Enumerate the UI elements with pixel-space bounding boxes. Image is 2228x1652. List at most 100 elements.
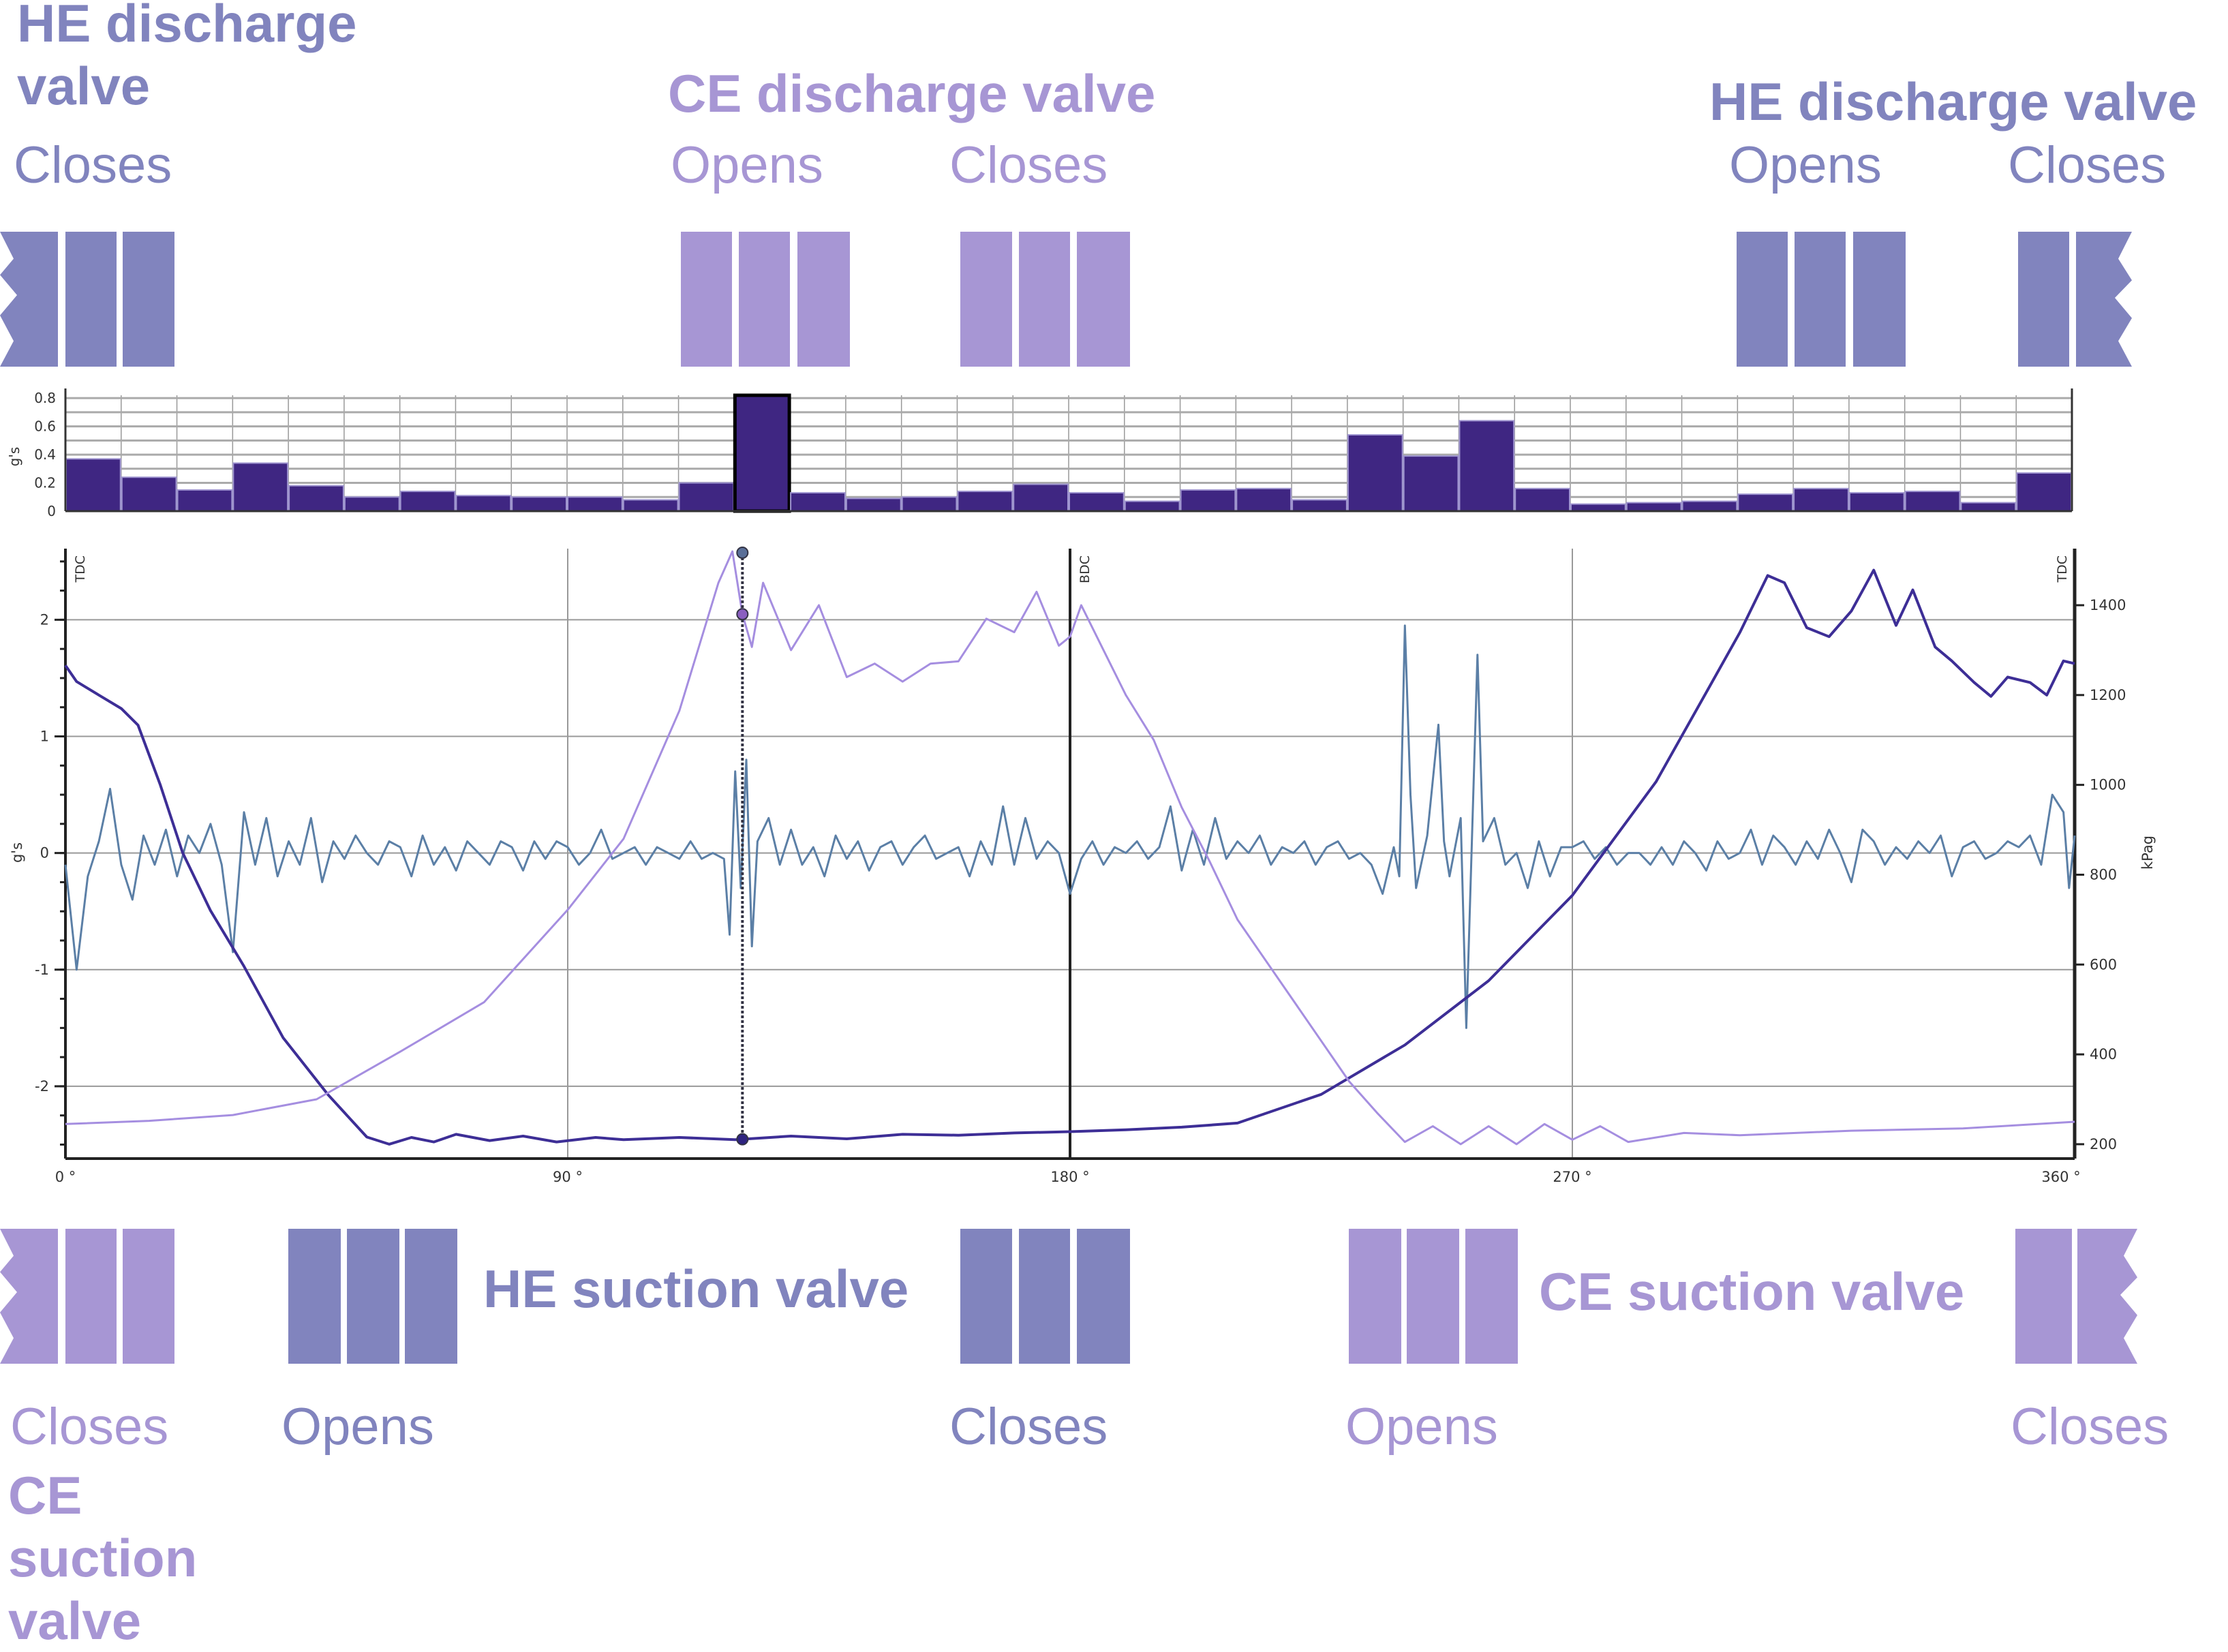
bar	[344, 496, 400, 513]
ce-pressure-line	[65, 550, 2075, 1146]
bar	[1960, 502, 2017, 512]
bar	[678, 482, 735, 512]
ce-suction-opens-block	[1465, 1229, 1518, 1364]
bar	[455, 495, 512, 513]
ce-suction-opens-block	[1349, 1229, 1401, 1364]
bar	[232, 462, 289, 513]
bar-chart-vibration-bins: 0 0.2 0.4 0.6 0.8 g's	[6, 388, 2073, 519]
he-pressure-line	[64, 568, 2075, 1146]
he-suction-closes-block	[1077, 1229, 1130, 1364]
cursor-ce-pressure-marker	[736, 608, 749, 621]
bar	[733, 393, 791, 513]
bar-y-tick-label: 0.2	[34, 475, 56, 491]
bar	[288, 485, 344, 512]
bar	[1403, 455, 1459, 513]
he-discharge-closes-label-left: Closes	[14, 136, 172, 194]
ce-suction-valve-title-left: CE suction valve	[8, 1465, 198, 1651]
right-y-tick-label: 400	[2090, 1046, 2117, 1062]
ce-discharge-closes-block	[1019, 232, 1070, 367]
ce-discharge-opens-block	[681, 232, 732, 367]
right-y-tick-label: 600	[2090, 956, 2117, 973]
left-y-axis-label: g's	[9, 842, 25, 863]
bar	[845, 498, 902, 513]
bar	[1793, 487, 1849, 513]
bar	[1069, 492, 1125, 512]
he-discharge-opens-block	[1795, 232, 1846, 367]
he-suction-closes-block	[1019, 1229, 1070, 1364]
ce-suction-opens-label: Opens	[1345, 1398, 1498, 1456]
bar-y-tick-label: 0.4	[34, 446, 56, 463]
ce-discharge-opens-block	[739, 232, 790, 367]
bar	[121, 476, 177, 512]
vibration-line	[64, 624, 2076, 1029]
bar	[399, 490, 456, 512]
bar	[177, 489, 233, 513]
bar	[1681, 500, 1738, 512]
bar	[1013, 483, 1069, 512]
bar-y-tick-label: 0.6	[34, 418, 56, 435]
right-y-tick-label: 1400	[2090, 597, 2126, 613]
he-discharge-closes-label-right: Closes	[2008, 136, 2167, 194]
ce-discharge-valve-title: CE discharge valve	[668, 63, 1156, 123]
bar	[1848, 492, 1905, 512]
right-y-tick-label: 1000	[2090, 777, 2126, 793]
ce-suction-closes-block	[123, 1229, 174, 1364]
bar	[1570, 503, 1626, 513]
right-y-tick-label: 800	[2090, 866, 2117, 883]
dead-center-label: TDC	[2055, 555, 2070, 583]
right-y-tick-label: 1200	[2090, 687, 2126, 703]
dead-center-label: BDC	[1078, 555, 1093, 583]
ce-discharge-opens-block	[797, 232, 850, 367]
he-discharge-closes-block	[123, 232, 174, 367]
x-tick-label: 270 °	[1553, 1169, 1591, 1185]
ce-suction-closes-block	[65, 1229, 117, 1364]
cursor-he-pressure-marker	[736, 1133, 749, 1146]
he-suction-opens-block	[405, 1229, 457, 1364]
left-y-tick-label: 2	[40, 611, 49, 628]
right-y-tick-label: 200	[2090, 1136, 2117, 1152]
bar-y-tick-label: 0.8	[34, 390, 56, 406]
ce-discharge-closes-block	[1077, 232, 1130, 367]
right-y-axis-label: kPag	[2139, 836, 2156, 870]
he-discharge-valve-title-left: HE discharge valve	[17, 0, 357, 116]
bar	[2016, 472, 2072, 513]
bar	[957, 490, 1013, 512]
left-y-tick-label: 0	[40, 845, 49, 861]
left-y-tick-label: -1	[35, 962, 49, 978]
dead-center-label: TDC	[73, 555, 88, 583]
he-discharge-closes-block	[2018, 232, 2069, 367]
x-tick-label: 360 °	[2041, 1169, 2080, 1185]
bar	[1124, 500, 1180, 512]
bar	[1626, 502, 1682, 512]
ce-discharge-opens-label: Opens	[671, 136, 823, 194]
he-discharge-opens-label: Opens	[1729, 136, 1882, 194]
bar	[1514, 487, 1570, 513]
x-tick-label: 0 °	[55, 1169, 76, 1185]
bar	[1180, 489, 1236, 513]
ce-discharge-closes-block	[960, 232, 1012, 367]
he-suction-valve-title: HE suction valve	[483, 1259, 909, 1319]
he-discharge-opens-block	[1737, 232, 1788, 367]
bar	[790, 492, 846, 512]
ce-suction-closes-label-right: Closes	[2011, 1398, 2169, 1456]
bar	[567, 496, 623, 513]
bar	[1236, 487, 1292, 513]
left-y-tick-label: 1	[40, 729, 49, 745]
bar	[511, 496, 568, 513]
ce-suction-closes-block	[2015, 1229, 2072, 1364]
ce-discharge-closes-label: Closes	[949, 136, 1108, 194]
bar	[1347, 434, 1403, 512]
bar-y-axis-label: g's	[6, 447, 22, 467]
bar-y-tick-label: 0	[47, 503, 56, 519]
bar	[1292, 499, 1347, 512]
he-suction-closes-label: Closes	[949, 1398, 1108, 1456]
he-discharge-valve-title-right: HE discharge valve	[1709, 72, 2197, 132]
bar	[901, 496, 958, 513]
he-discharge-opens-block	[1853, 232, 1906, 367]
ce-suction-closes-label-left: Closes	[10, 1398, 169, 1456]
bar	[65, 458, 121, 512]
he-suction-opens-block	[347, 1229, 399, 1364]
cursor-vibration-marker	[736, 547, 749, 559]
